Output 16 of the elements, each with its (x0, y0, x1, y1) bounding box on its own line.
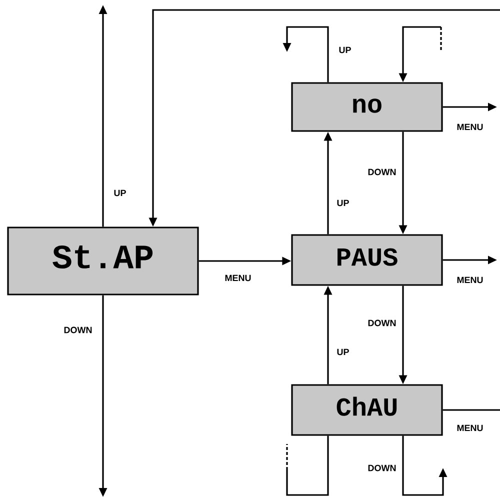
edge-label: DOWN (64, 326, 92, 334)
edge-label: UP (339, 46, 351, 54)
display-box: ChAU (291, 384, 443, 436)
edge-label: UP (337, 348, 349, 356)
edge-label: DOWN (368, 168, 396, 176)
edge-label: MENU (457, 124, 483, 130)
edge-label: MENU (457, 424, 483, 432)
edge-label: UP (114, 190, 126, 196)
edge-label: DOWN (368, 320, 396, 326)
edge-label: DOWN (368, 464, 396, 472)
edge-label: UP (337, 200, 349, 206)
display-box: PAUS (291, 234, 443, 286)
edge-label: MENU (457, 276, 483, 284)
edge-label: MENU (225, 274, 251, 282)
display-box: no (291, 82, 443, 132)
display-box: St.AP (7, 226, 199, 296)
